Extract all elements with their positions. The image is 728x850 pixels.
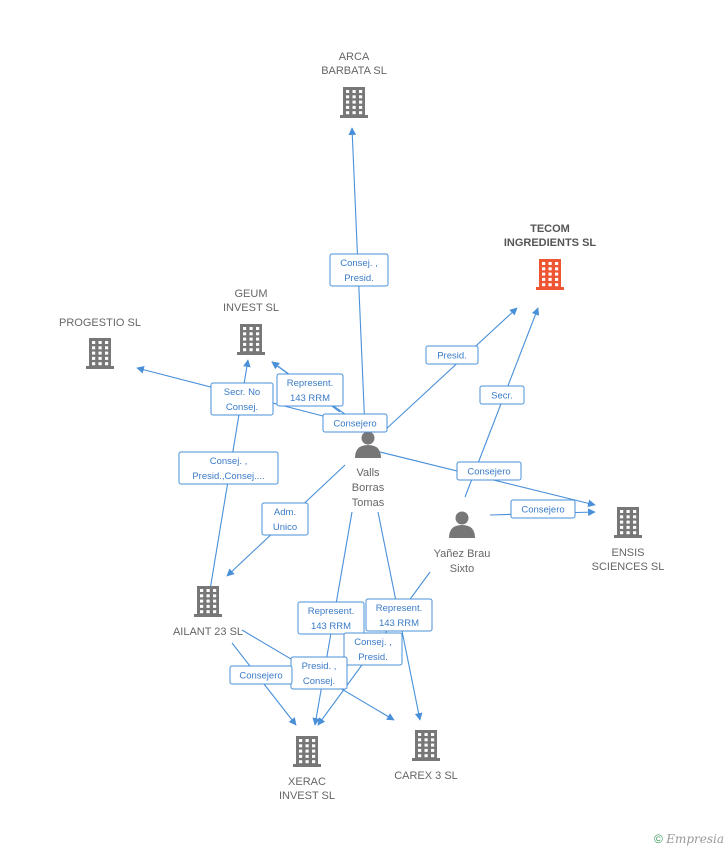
person-label[interactable]: Valls: [356, 467, 380, 479]
company-label[interactable]: ENSIS: [611, 547, 644, 559]
relation-text: Represent.: [287, 378, 333, 389]
person-icon: [355, 431, 381, 458]
relation-text: Presid.: [344, 273, 374, 284]
company-label[interactable]: XERAC: [288, 776, 326, 788]
company-label[interactable]: INVEST SL: [223, 302, 279, 314]
relation-text: Consej. ,: [340, 258, 378, 269]
relation-line-e2: [384, 307, 518, 431]
relation-text: Secr.: [491, 391, 513, 402]
company-label[interactable]: TECOM: [530, 223, 570, 235]
relation-text: Consej.: [226, 402, 258, 413]
company-label[interactable]: SCIENCES SL: [592, 561, 665, 573]
copyright-footer: © Empresia: [654, 832, 724, 846]
relation-text: Consej. ,: [354, 637, 392, 648]
relation-text: Adm.: [274, 507, 296, 518]
relation-text: Presid.,Consej....: [192, 471, 264, 482]
building-icon: [340, 87, 368, 118]
relation-text: Consej.: [303, 676, 335, 687]
company-node-carex[interactable]: CAREX 3 SL: [394, 730, 458, 782]
relation-text: Consejero: [521, 505, 564, 516]
relation-text: Presid. ,: [302, 661, 337, 672]
relation-label-e7[interactable]: Consejero: [456, 461, 522, 481]
relation-text: Presid.: [437, 351, 467, 362]
relation-label-e15[interactable]: Consejero: [229, 665, 293, 685]
relation-label-e14[interactable]: Presid. , Consej.: [290, 656, 348, 690]
relation-label-e6[interactable]: Consejero: [322, 413, 388, 433]
company-label[interactable]: CAREX 3 SL: [394, 770, 458, 782]
person-label[interactable]: Borras: [352, 482, 385, 494]
relation-label-e12[interactable]: Represent. 143 RRM: [365, 598, 433, 632]
person-label[interactable]: Sixto: [450, 563, 474, 575]
relation-label-e11[interactable]: Represent. 143 RRM: [297, 601, 365, 635]
company-node-arca[interactable]: ARCA BARBATA SL: [321, 51, 387, 118]
company-label[interactable]: INGREDIENTS SL: [504, 237, 597, 249]
relation-text: Secr. No: [224, 387, 260, 398]
relation-label-e4[interactable]: Represent. 143 RRM: [276, 373, 344, 407]
company-label[interactable]: AILANT 23 SL: [173, 626, 243, 638]
relation-text: 143 RRM: [290, 393, 330, 404]
relation-label-e9[interactable]: Consej. , Presid.,Consej....: [178, 451, 279, 485]
building-icon: [194, 586, 222, 617]
company-label[interactable]: BARBATA SL: [321, 65, 387, 77]
relation-text: 143 RRM: [379, 618, 419, 629]
copyright-symbol: ©: [654, 832, 663, 846]
relation-text: Consejero: [333, 419, 376, 430]
building-icon: [293, 736, 321, 767]
relation-label-e13[interactable]: Consej. , Presid.: [343, 632, 403, 666]
company-label[interactable]: GEUM: [235, 288, 268, 300]
brand-name[interactable]: Empresia: [666, 832, 724, 846]
company-node-tecom[interactable]: TECOM INGREDIENTS SL: [504, 223, 597, 290]
relation-text: Represent.: [376, 603, 422, 614]
relation-label-e5[interactable]: Secr. No Consej.: [210, 382, 274, 416]
relation-label-e8[interactable]: Consejero: [510, 499, 576, 519]
person-icon: [449, 511, 475, 538]
relation-text: Presid.: [358, 652, 388, 663]
company-label[interactable]: INVEST SL: [279, 790, 335, 802]
building-icon: [536, 259, 564, 290]
company-node-ailant[interactable]: AILANT 23 SL: [173, 586, 243, 638]
company-label[interactable]: PROGESTIO SL: [59, 317, 141, 329]
relation-text: Consej. ,: [210, 456, 248, 467]
relation-label-e2[interactable]: Presid.: [425, 345, 479, 365]
relation-text: Consejero: [467, 467, 510, 478]
relation-text: 143 RRM: [311, 621, 351, 632]
building-icon: [614, 507, 642, 538]
person-label[interactable]: Yañez Brau: [434, 548, 491, 560]
relation-text: Unico: [273, 522, 297, 533]
relation-text: Represent.: [308, 606, 354, 617]
building-icon: [412, 730, 440, 761]
relation-text: Consejero: [239, 671, 282, 682]
company-node-progestio[interactable]: PROGESTIO SL: [59, 317, 141, 369]
company-node-ensis[interactable]: ENSIS SCIENCES SL: [592, 507, 665, 573]
company-node-geum[interactable]: GEUM INVEST SL: [223, 288, 279, 355]
building-icon: [237, 324, 265, 355]
person-label[interactable]: Tomas: [352, 497, 385, 509]
relation-label-e1[interactable]: Consej. , Presid.: [329, 253, 389, 287]
relation-label-e10[interactable]: Adm. Unico: [261, 502, 309, 536]
company-node-xerac[interactable]: XERAC INVEST SL: [279, 736, 335, 802]
relation-label-e3[interactable]: Secr.: [479, 385, 525, 405]
building-icon: [86, 338, 114, 369]
company-label[interactable]: ARCA: [339, 51, 370, 63]
